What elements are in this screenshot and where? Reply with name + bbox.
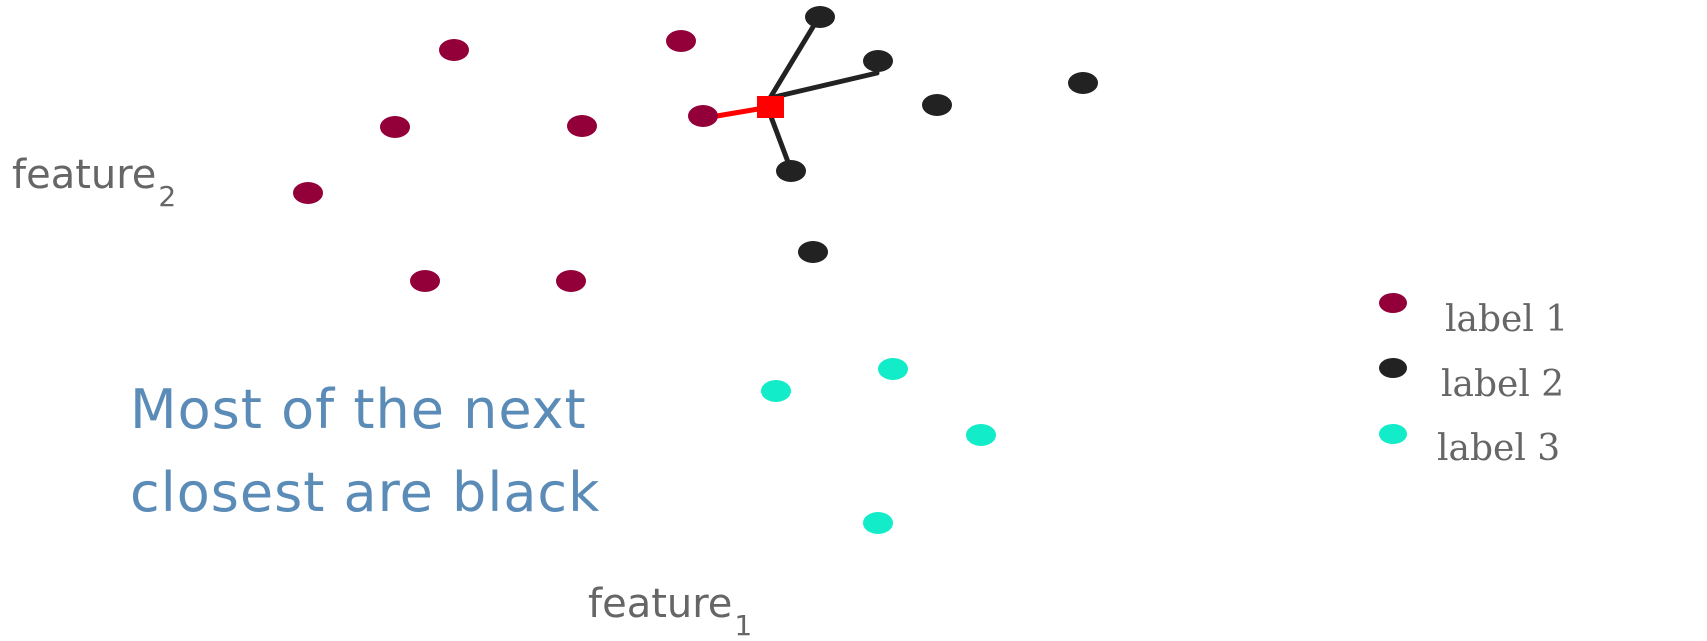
data-point-label1: [556, 270, 586, 292]
data-point-label1: [410, 270, 440, 292]
data-point-label1: [688, 105, 718, 127]
legend-swatch-label2: [1379, 358, 1407, 378]
legend-label-2: label 2: [1441, 364, 1564, 405]
edge-to-label2-top: [767, 14, 822, 101]
data-point-label2: [805, 6, 835, 28]
data-point-label2: [863, 50, 893, 72]
legend-label-3: label 3: [1437, 428, 1560, 469]
caption-line-2: closest are black: [130, 461, 601, 524]
data-point-label1: [439, 39, 469, 61]
data-point-label1: [380, 116, 410, 138]
legend-swatch-label3: [1379, 424, 1407, 444]
edge-to-label2-right: [767, 70, 880, 101]
y-axis-label: feature2: [12, 152, 176, 213]
data-point-label2: [798, 241, 828, 263]
caption-line-1: Most of the next: [130, 378, 587, 441]
legend-swatch-label1: [1379, 293, 1407, 313]
legend-label-1: label 1: [1445, 299, 1568, 340]
query-point-square: [757, 96, 784, 118]
data-point-label2: [1068, 72, 1098, 94]
label-1-points: [293, 30, 718, 292]
neighbor-edges: [702, 14, 880, 173]
data-point-label3: [966, 424, 996, 446]
x-axis-label: feature1: [588, 581, 752, 641]
data-point-label3: [878, 358, 908, 380]
label-3-points: [761, 358, 996, 534]
data-point-label1: [293, 182, 323, 204]
data-point-label1: [666, 30, 696, 52]
label-2-points: [776, 6, 1098, 263]
data-point-label1: [567, 115, 597, 137]
caption-text: Most of the next closest are black: [130, 368, 690, 534]
legend: label 1 label 2 label 3: [1379, 293, 1568, 469]
data-point-label2: [776, 160, 806, 182]
data-point-label3: [863, 512, 893, 534]
data-point-label3: [761, 380, 791, 402]
data-point-label2: [922, 94, 952, 116]
